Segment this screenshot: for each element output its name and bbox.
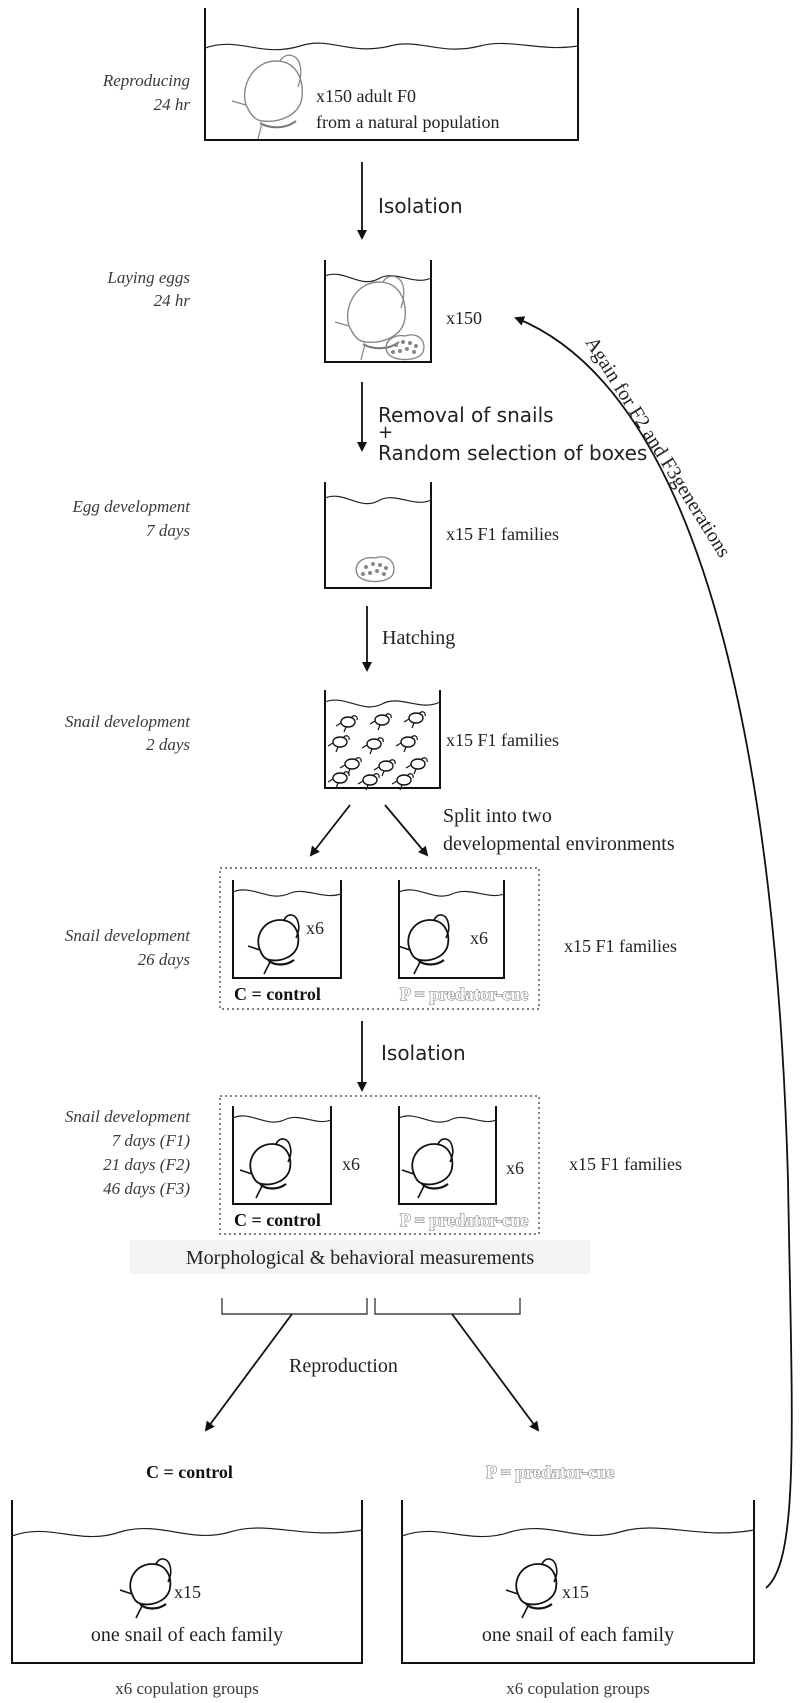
count-families-d: x15 F1 families: [569, 1154, 682, 1174]
stage-reproducing-time: 24 hr: [154, 95, 191, 114]
label-predator-26: P = predator-cue: [400, 984, 528, 1004]
stage-snail-dev1-time: 2 days: [146, 735, 190, 754]
bracket-control: [221, 1298, 368, 1315]
step-isolation-2: Isolation: [381, 1041, 466, 1065]
step-measurements: Morphological & behavioral measurements: [186, 1247, 534, 1269]
count-families-a: x15 F1 families: [446, 524, 559, 544]
stage-laying-time: 24 hr: [154, 291, 191, 310]
bottom-control-groups: x6 copulation groups: [115, 1679, 259, 1698]
box-laying-eggs: [324, 260, 432, 363]
group-final-dev: [219, 1095, 540, 1235]
count-x6-control-final: x6: [342, 1154, 360, 1174]
stage-egg-dev-time: 7 days: [146, 521, 190, 540]
count-families-c: x15 F1 families: [564, 936, 677, 956]
box-egg-development: [324, 482, 432, 589]
count-x15-control: x15: [174, 1582, 201, 1602]
arrow-split-control: [309, 804, 351, 857]
arrow-split-predator: [384, 804, 429, 857]
count-families-b: x15 F1 families: [446, 730, 559, 750]
step-isolation-1: Isolation: [378, 194, 463, 218]
label-control-bottom: C = control: [146, 1462, 233, 1482]
stage-snail-dev3-t3: 46 days (F3): [103, 1179, 190, 1198]
stage-snail-dev1-name: Snail development: [65, 712, 191, 731]
label-control-final: C = control: [234, 1210, 321, 1230]
step-split-line1: Split into two: [443, 805, 552, 827]
bottom-predator-groups: x6 copulation groups: [506, 1679, 650, 1698]
count-x150: x150: [446, 308, 482, 328]
box-hatchlings: [324, 690, 441, 791]
top-box-source: from a natural population: [316, 112, 499, 132]
box-predator-26: [396, 880, 505, 979]
bottom-box-predator: [401, 1500, 755, 1664]
step-reproduction: Reproduction: [289, 1355, 398, 1377]
top-box: [204, 8, 579, 141]
arrow-reproduction-control: [204, 1313, 293, 1432]
stage-snail-dev2-time: 26 days: [138, 950, 191, 969]
stage-laying-name: Laying eggs: [106, 268, 190, 287]
stage-egg-dev-name: Egg development: [71, 497, 191, 516]
label-predator-bottom: P = predator-cue: [486, 1462, 614, 1482]
step-plus: +: [378, 422, 393, 443]
measurements-banner: [130, 1240, 590, 1274]
stage-snail-dev3-name: Snail development: [65, 1107, 191, 1126]
stage-reproducing-name: Reproducing: [102, 71, 190, 90]
arrow-reproduction-predator: [451, 1313, 540, 1432]
box-predator-final: [398, 1106, 497, 1205]
box-control-final: [232, 1106, 332, 1205]
count-x6-predator-26: x6: [470, 928, 488, 948]
count-x6-predator-final: x6: [506, 1158, 524, 1178]
step-removal: Removal of snails: [378, 403, 554, 427]
stage-snail-dev2-name: Snail development: [65, 926, 191, 945]
step-random-selection: Random selection of boxes: [378, 441, 647, 465]
label-predator-final: P = predator-cue: [400, 1210, 528, 1230]
bottom-box-control: [11, 1500, 363, 1664]
loop-arrow: [514, 316, 793, 1589]
top-box-count: x150 adult F0: [316, 86, 416, 106]
box-control-26: [232, 880, 342, 979]
step-hatching: Hatching: [382, 627, 455, 649]
bracket-predator: [374, 1298, 521, 1315]
bottom-control-desc: one snail of each family: [91, 1624, 283, 1646]
stage-snail-dev3-t1: 7 days (F1): [112, 1131, 191, 1150]
step-split-line2: developmental environments: [443, 833, 675, 855]
count-x15-predator: x15: [562, 1582, 589, 1602]
stage-snail-dev3-t2: 21 days (F2): [103, 1155, 190, 1174]
bottom-predator-desc: one snail of each family: [482, 1624, 674, 1646]
count-x6-control-26: x6: [306, 918, 324, 938]
label-control-26: C = control: [234, 984, 321, 1004]
